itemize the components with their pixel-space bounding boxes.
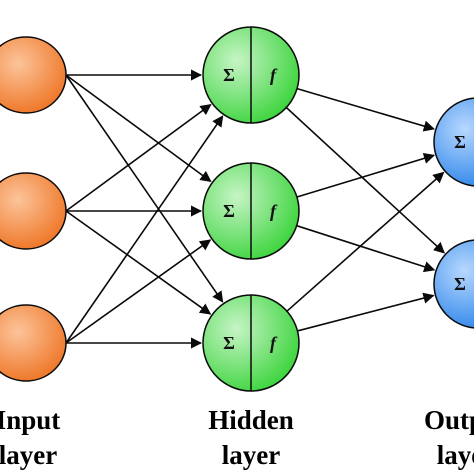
hidden-layer-label-line1: Hidden bbox=[208, 405, 294, 435]
arrow-hidden-2-to-output-1 bbox=[296, 152, 436, 198]
arrow-input-2-to-hidden-3 bbox=[65, 210, 212, 315]
arrow-input-2-to-hidden-1 bbox=[65, 103, 212, 212]
arrow-hidden-1-to-output-2 bbox=[285, 106, 445, 254]
output-node-1 bbox=[433, 97, 474, 187]
output-node-2 bbox=[433, 239, 474, 329]
output-layer-label-line2: layer bbox=[437, 440, 474, 470]
hidden-node-3-activation-symbol: f bbox=[270, 333, 278, 353]
input-node-2 bbox=[0, 172, 67, 250]
hidden-layer-label-line2: layer bbox=[222, 440, 280, 470]
input-node-3 bbox=[0, 304, 67, 382]
arrow-hidden-3-to-output-1 bbox=[286, 171, 445, 312]
arrow-hidden-2-to-output-2 bbox=[296, 224, 436, 273]
hidden-node-2-sum-symbol: Σ bbox=[223, 201, 235, 221]
connection-arrows bbox=[65, 69, 445, 349]
arrow-input-3-to-hidden-1 bbox=[65, 115, 224, 344]
input-layer-label-line1: Input bbox=[0, 405, 60, 435]
input-node-1 bbox=[0, 36, 67, 114]
hidden-node-1-activation-symbol: f bbox=[270, 65, 278, 85]
hidden-node-2-activation-symbol: f bbox=[270, 201, 278, 221]
input-layer-label-line2: layer bbox=[0, 440, 57, 470]
output-node-1-sum-symbol: Σ bbox=[454, 132, 466, 152]
arrow-hidden-1-to-output-1 bbox=[296, 87, 435, 132]
arrow-hidden-3-to-output-2 bbox=[297, 292, 435, 332]
output-node-2-sum-symbol: Σ bbox=[454, 274, 466, 294]
arrow-input-3-to-hidden-2 bbox=[65, 239, 212, 344]
output-layer-label-line1: Output bbox=[424, 405, 474, 435]
hidden-node-3-sum-symbol: Σ bbox=[223, 333, 235, 353]
arrow-input-1-to-hidden-3 bbox=[65, 74, 224, 303]
arrow-input-1-to-hidden-2 bbox=[65, 74, 212, 183]
hidden-node-1-sum-symbol: Σ bbox=[223, 65, 235, 85]
